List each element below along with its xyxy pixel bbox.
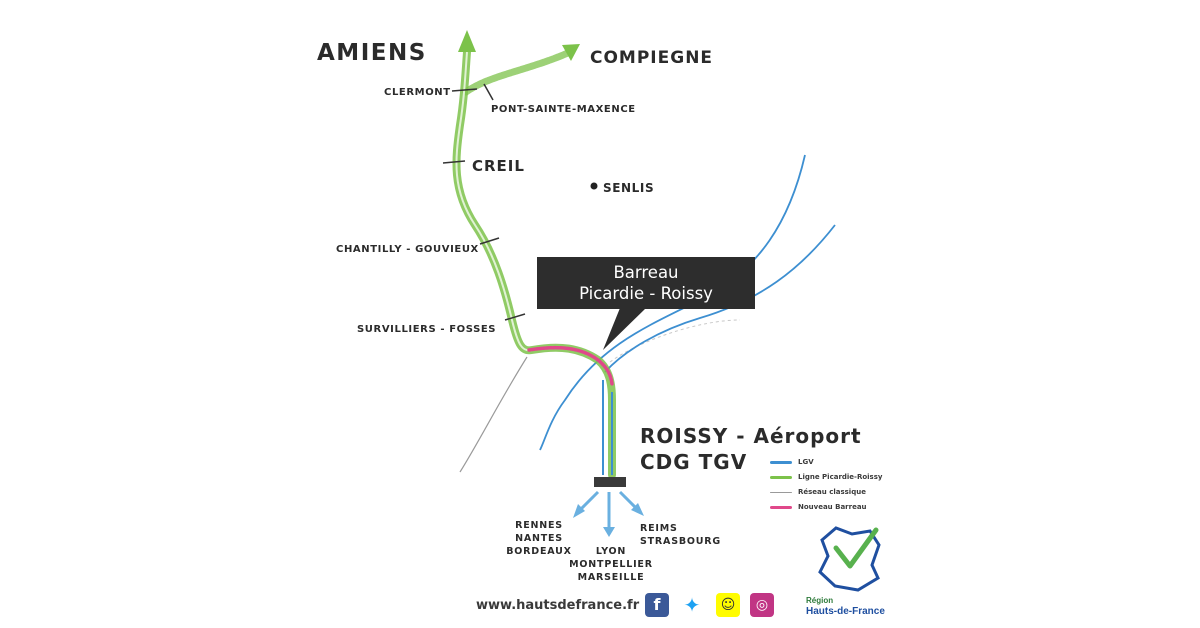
destinations-west: RENNES NANTES BORDEAUX: [506, 519, 572, 558]
city-creil: CREIL: [472, 157, 525, 175]
legend-item-new-link: Nouveau Barreau: [770, 503, 867, 511]
station-tick-clermont: [451, 88, 478, 92]
logo-line-2: Hauts-de-France: [806, 606, 885, 617]
city-chantilly-gouvieux: CHANTILLY - GOUVIEUX: [336, 244, 479, 255]
legend-label: LGV: [798, 458, 814, 466]
dest-rennes: RENNES: [515, 520, 563, 531]
station-tick-chantilly: [479, 237, 500, 245]
roissy-label: ROISSY - Aéroport CDG TGV: [640, 423, 862, 475]
senlis-dot-icon: [590, 182, 598, 190]
instagram-icon[interactable]: ◎: [750, 593, 774, 617]
legend-swatch: [770, 475, 792, 479]
legend-swatch: [770, 460, 792, 464]
city-amiens: AMIENS: [317, 40, 427, 66]
callout-line-2: Picardie - Roissy: [579, 284, 713, 303]
hauts-de-france-map-icon: [818, 526, 881, 592]
callout-pointer: [603, 308, 646, 350]
legend-item-classic: Réseau classique: [770, 488, 866, 496]
dest-lyon: LYON: [595, 546, 627, 557]
roissy-station-icon: [594, 477, 626, 487]
dest-nantes: NANTES: [515, 533, 563, 544]
legend-label: Nouveau Barreau: [798, 503, 867, 511]
city-pont-sainte-maxence: PONT-SAINTE-MAXENCE: [491, 104, 636, 115]
station-tick-survilliers: [504, 313, 526, 321]
dest-montpellier: MONTPELLIER: [569, 559, 653, 570]
roissy-line-1: ROISSY - Aéroport: [640, 424, 862, 448]
legend-label: Ligne Picardie-Roissy: [798, 473, 883, 481]
legend-item-picardie-roissy: Ligne Picardie-Roissy: [770, 473, 882, 481]
logo-line-1: Région: [806, 596, 834, 605]
map-panel: [290, 0, 910, 628]
legend-item-lgv: LGV: [770, 458, 814, 466]
lgv-line: [604, 224, 836, 373]
arrow-compiegne-icon: [562, 44, 580, 61]
destinations-south: LYON MONTPELLIER MARSEILLE: [568, 545, 654, 584]
website-link[interactable]: www.hautsdefrance.fr: [476, 598, 640, 613]
picardie-roissy-branch: [462, 48, 574, 96]
station-tick-pont: [483, 83, 494, 101]
classic-network-line: [459, 356, 528, 473]
lgv-line: [539, 154, 806, 451]
city-survilliers-fosses: SURVILLIERS - FOSSES: [357, 324, 497, 335]
dest-strasbourg: STRASBOURG: [640, 536, 721, 547]
dest-reims: REIMS: [640, 523, 678, 534]
classic-network-line: [609, 319, 741, 363]
legend-swatch: [770, 505, 792, 509]
legend-swatch: [770, 491, 792, 493]
destinations-east: REIMS STRASBOURG: [640, 522, 730, 548]
facebook-icon[interactable]: f: [645, 593, 669, 617]
barreau-callout: Barreau Picardie - Roissy: [537, 257, 755, 309]
snapchat-icon[interactable]: ☺: [716, 593, 740, 617]
heart-check-icon: [833, 527, 879, 569]
city-compiegne: COMPIEGNE: [590, 48, 714, 68]
station-tick-creil: [442, 160, 466, 164]
arrow-amiens-icon: [458, 30, 476, 52]
city-senlis: SENLIS: [603, 181, 655, 195]
dest-marseille: MARSEILLE: [577, 572, 645, 583]
nouveau-barreau-line: [527, 345, 614, 386]
roissy-line-2: CDG TGV: [640, 450, 748, 474]
city-clermont: CLERMONT: [384, 87, 451, 98]
callout-line-1: Barreau: [613, 263, 679, 282]
legend-label: Réseau classique: [798, 488, 866, 496]
twitter-icon[interactable]: ✦: [680, 593, 704, 617]
dest-bordeaux: BORDEAUX: [506, 546, 572, 557]
